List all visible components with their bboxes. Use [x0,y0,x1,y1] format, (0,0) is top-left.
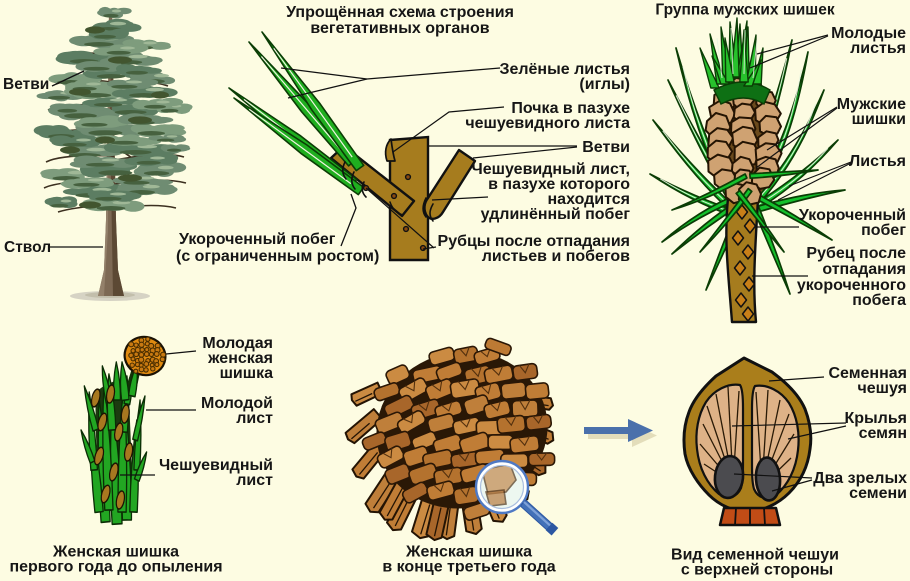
svg-text:укороченного: укороченного [797,277,906,294]
svg-text:семян: семян [859,425,907,442]
svg-text:семени: семени [849,485,907,502]
svg-text:чешуя: чешуя [857,380,907,397]
svg-text:шишка: шишка [220,365,274,382]
svg-text:вегетативных органов: вегетативных органов [310,20,489,37]
svg-text:находится: находится [548,191,630,208]
svg-text:Укороченный побег: Укороченный побег [179,231,336,248]
svg-text:с верхней стороны: с верхней стороны [681,562,833,579]
svg-text:Почка в пазухе: Почка в пазухе [511,100,630,117]
svg-text:в пазухе которого: в пазухе которого [488,176,630,193]
svg-text:шишки: шишки [852,111,906,128]
svg-text:удлинённый побег: удлинённый побег [481,206,631,223]
svg-text:отпадания: отпадания [822,261,906,278]
svg-text:Женская шишка: Женская шишка [52,544,179,561]
svg-text:чешуевидного листа: чешуевидного листа [465,115,630,132]
svg-text:первого года до опыления: первого года до опыления [9,559,222,576]
svg-text:Крылья: Крылья [844,410,907,427]
svg-text:побега: побега [852,292,906,309]
svg-text:Женская шишка: Женская шишка [405,544,532,561]
svg-text:Семенная: Семенная [828,365,907,382]
svg-text:Рубцы после отпадания: Рубцы после отпадания [438,233,630,250]
svg-text:листья: листья [850,40,906,57]
svg-text:Молодой: Молодой [201,395,273,412]
svg-text:Зелёные листья: Зелёные листья [499,61,630,78]
svg-text:(с ограниченным ростом): (с ограниченным ростом) [176,248,379,265]
svg-text:Вид семенной чешуи: Вид семенной чешуи [671,547,839,564]
svg-text:Молодая: Молодая [202,335,273,352]
svg-text:Ветви: Ветви [3,76,49,93]
svg-text:Чешуевидный лист,: Чешуевидный лист, [472,161,630,178]
svg-text:Упрощённая схема строения: Упрощённая схема строения [286,4,514,21]
svg-text:Группа мужских шишек: Группа мужских шишек [655,2,834,19]
svg-text:Молодые: Молодые [831,25,906,42]
svg-text:в конце третьего года: в конце третьего года [382,559,555,576]
svg-text:листьев и побегов: листьев и побегов [482,248,630,265]
svg-text:Два зрелых: Два зрелых [813,470,907,487]
svg-text:(иглы): (иглы) [579,76,630,93]
svg-text:Ствол: Ствол [4,239,51,256]
svg-text:лист: лист [236,410,273,427]
svg-text:Мужские: Мужские [837,96,906,113]
svg-text:Укороченный: Укороченный [799,207,906,224]
svg-text:побег: побег [861,222,906,239]
svg-text:Листья: Листья [849,153,906,170]
svg-text:Чешуевидный: Чешуевидный [159,457,273,474]
svg-text:лист: лист [236,472,273,489]
svg-text:Рубец после: Рубец после [806,245,906,262]
svg-text:женская: женская [207,350,273,367]
svg-text:Ветви: Ветви [582,139,630,156]
